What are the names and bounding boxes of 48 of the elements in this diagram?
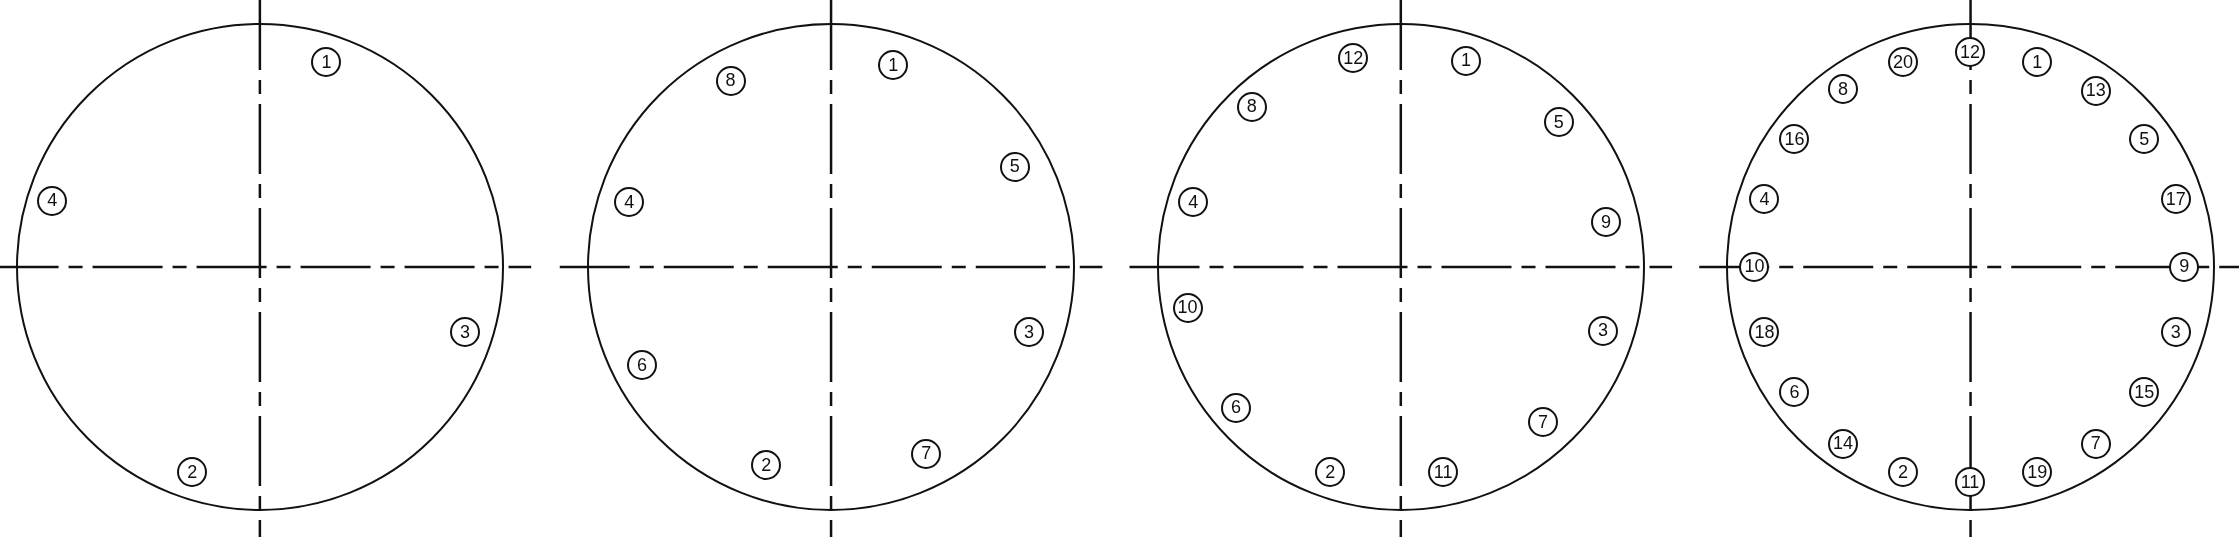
bolt-circle-outline — [586, 22, 1076, 512]
bolt-number: 11 — [1955, 467, 1986, 498]
bolt-number: 12 — [1338, 43, 1369, 74]
bolt-number: 8 — [1827, 74, 1858, 105]
bolt-number: 1 — [878, 50, 909, 81]
bolt-number: 11 — [1428, 457, 1459, 488]
bolt-number: 5 — [2129, 124, 2160, 155]
bolt-number: 2 — [1315, 457, 1346, 488]
bolt-number: 6 — [1779, 377, 1810, 408]
bolt-circle-outline — [15, 22, 505, 512]
bolt-number: 10 — [1739, 251, 1770, 282]
bolt-number: 4 — [1749, 184, 1780, 215]
bolt-number: 1 — [2022, 47, 2053, 78]
bolt-number: 12 — [1955, 37, 1986, 68]
bolt-number: 2 — [177, 457, 208, 488]
bolt-number: 17 — [2160, 184, 2191, 215]
bolt-number: 8 — [715, 65, 746, 96]
bolt-number: 9 — [1590, 207, 1621, 238]
bolt-number: 13 — [2080, 75, 2111, 106]
bolt-number: 4 — [37, 185, 68, 216]
bolt-number: 18 — [1749, 317, 1780, 348]
bolt-number: 10 — [1172, 292, 1203, 323]
bolt-number: 7 — [911, 438, 942, 469]
bolt-number: 6 — [627, 350, 658, 381]
bolt-number: 14 — [1827, 428, 1858, 459]
bolt-number: 1 — [311, 47, 342, 78]
bolt-number: 2 — [1887, 457, 1918, 488]
bolt-number: 3 — [450, 317, 480, 348]
bolt-number: 4 — [614, 187, 645, 218]
bolt-number: 3 — [2160, 317, 2191, 348]
bolt-number: 3 — [1588, 315, 1619, 346]
bolt-number: 19 — [2022, 457, 2053, 488]
bolt-number: 9 — [2169, 251, 2200, 282]
bolt-number: 5 — [999, 151, 1030, 182]
bolt-number: 3 — [1014, 317, 1045, 348]
bolt-number: 16 — [1779, 124, 1810, 155]
bolt-number: 5 — [1543, 107, 1574, 138]
bolt-number: 6 — [1221, 392, 1252, 423]
bolt-circle-outline — [1726, 22, 2215, 512]
bolt-circle-outline — [1156, 22, 1645, 512]
bolt-number: 15 — [2129, 377, 2160, 408]
bolt-number: 20 — [1887, 47, 1918, 78]
bolt-number: 7 — [2080, 428, 2111, 459]
bolt-number: 8 — [1236, 91, 1267, 122]
bolt-number: 2 — [751, 450, 782, 480]
bolt-number: 4 — [1178, 187, 1209, 218]
bolt-number: 7 — [1528, 407, 1559, 438]
bolt-number: 1 — [1451, 45, 1481, 76]
